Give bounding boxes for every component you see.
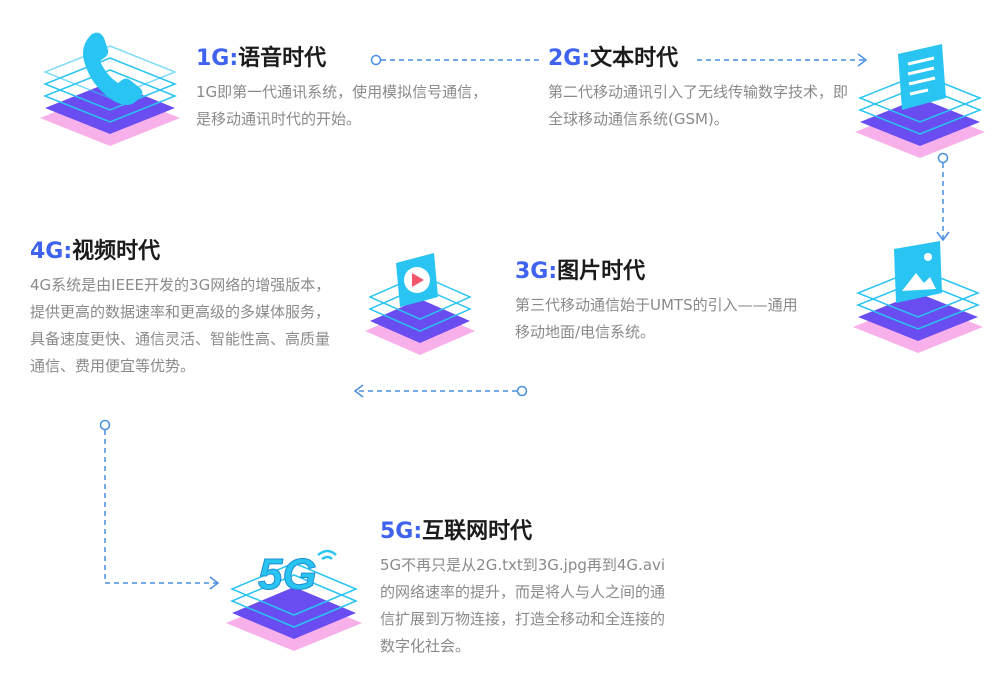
stage-1g-desc: 1G即第一代通讯系统，使用模拟信号通信，是移动通讯时代的开始。 (196, 83, 488, 128)
stage-2g-gen: 2G: (548, 46, 591, 71)
connector-2g-line (697, 53, 868, 67)
stage-2g-title: 2G:文本时代 (548, 45, 848, 73)
phone-icon (40, 32, 180, 146)
stage-1g-name: 语音时代 (238, 46, 327, 71)
connector-2g-3g (936, 152, 950, 242)
5g-icon-text: 5G (258, 550, 317, 599)
stage-5g-name: 互联网时代 (422, 519, 533, 544)
stage-4g-name: 视频时代 (72, 239, 161, 264)
stage-4g-title: 4G:视频时代 (30, 238, 340, 266)
stage-3g-title: 3G:图片时代 (515, 258, 815, 286)
stage-4g-desc: 4G系统是由IEEE开发的3G网络的增强版本，提供更高的数据速率和更高级的多媒体… (30, 276, 331, 375)
stage-5g-title: 5G:互联网时代 (380, 518, 680, 546)
play-icon (365, 253, 475, 355)
stage-1g-gen: 1G: (196, 46, 239, 71)
stage-4g-gen: 4G: (30, 239, 73, 264)
connector-4g-5g (99, 419, 220, 590)
stage-3g-desc: 第三代移动通信始于UMTS的引入——通用移动地面/电信系统。 (515, 296, 798, 341)
connector-1g-2g (370, 54, 543, 66)
stage-2g-name: 文本时代 (590, 46, 679, 71)
stage-2g-desc: 第二代移动通讯引入了无线传输数字技术，即全球移动通信系统(GSM)。 (548, 83, 849, 128)
stage-3g-name: 图片时代 (557, 259, 646, 284)
stage-4g: 4G:视频时代 4G系统是由IEEE开发的3G网络的增强版本，提供更高的数据速率… (30, 238, 340, 380)
stage-1g-title: 1G:语音时代 (196, 45, 506, 73)
stage-5g: 5G:互联网时代 5G不再只是从2G.txt到3G.jpg再到4G.avi的网络… (380, 518, 680, 660)
stage-5g-gen: 5G: (380, 519, 423, 544)
stage-3g: 3G:图片时代 第三代移动通信始于UMTS的引入——通用移动地面/电信系统。 (515, 258, 815, 346)
5g-icon: 5G (226, 550, 362, 651)
stage-1g: 1G:语音时代 1G即第一代通讯系统，使用模拟信号通信，是移动通讯时代的开始。 (196, 45, 506, 133)
stage-2g: 2G:文本时代 第二代移动通讯引入了无线传输数字技术，即全球移动通信系统(GSM… (548, 45, 848, 133)
image-icon (853, 241, 983, 353)
document-icon (855, 44, 985, 158)
connector-3g-4g (353, 384, 528, 398)
stage-5g-desc: 5G不再只是从2G.txt到3G.jpg再到4G.avi的网络速率的提升，而是将… (380, 556, 666, 655)
stage-3g-gen: 3G: (515, 259, 558, 284)
